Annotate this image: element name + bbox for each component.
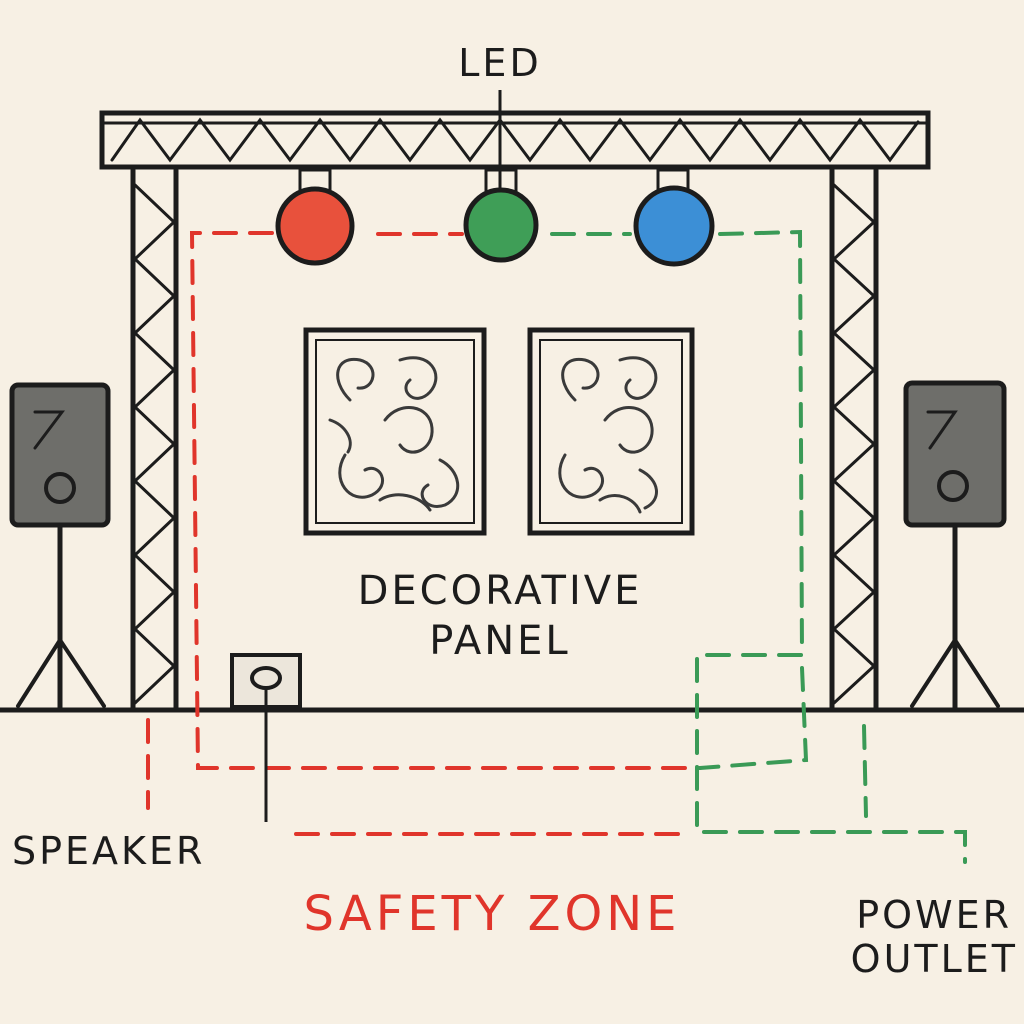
red-led [275,168,355,266]
led-label: LED [458,41,541,85]
decorative-panel-right [527,327,695,536]
speaker-label: SPEAKER [12,829,205,873]
truss-top-beam [99,110,931,170]
led-lights [275,168,715,267]
green-led [463,168,539,263]
right-truss-tower [829,167,879,711]
power-outlet-label-line1: POWER [856,893,1012,937]
right-pa-speaker [903,380,1007,711]
power-outlet-label-line2: OUTLET [851,937,1018,981]
decorative-panel-left [303,327,487,536]
floor-speaker-box [230,653,302,822]
left-pa-speaker [9,382,111,711]
decorative-panels [303,327,695,536]
safety-zone-boundary [146,231,702,836]
power-line [550,229,967,864]
safety-zone-label: SAFETY ZONE [304,886,681,942]
decorative-panel-label-line2: PANEL [429,618,570,664]
blue-led [633,168,715,267]
decorative-panel-label-line1: DECORATIVE [358,568,643,614]
left-truss-tower [130,167,179,711]
